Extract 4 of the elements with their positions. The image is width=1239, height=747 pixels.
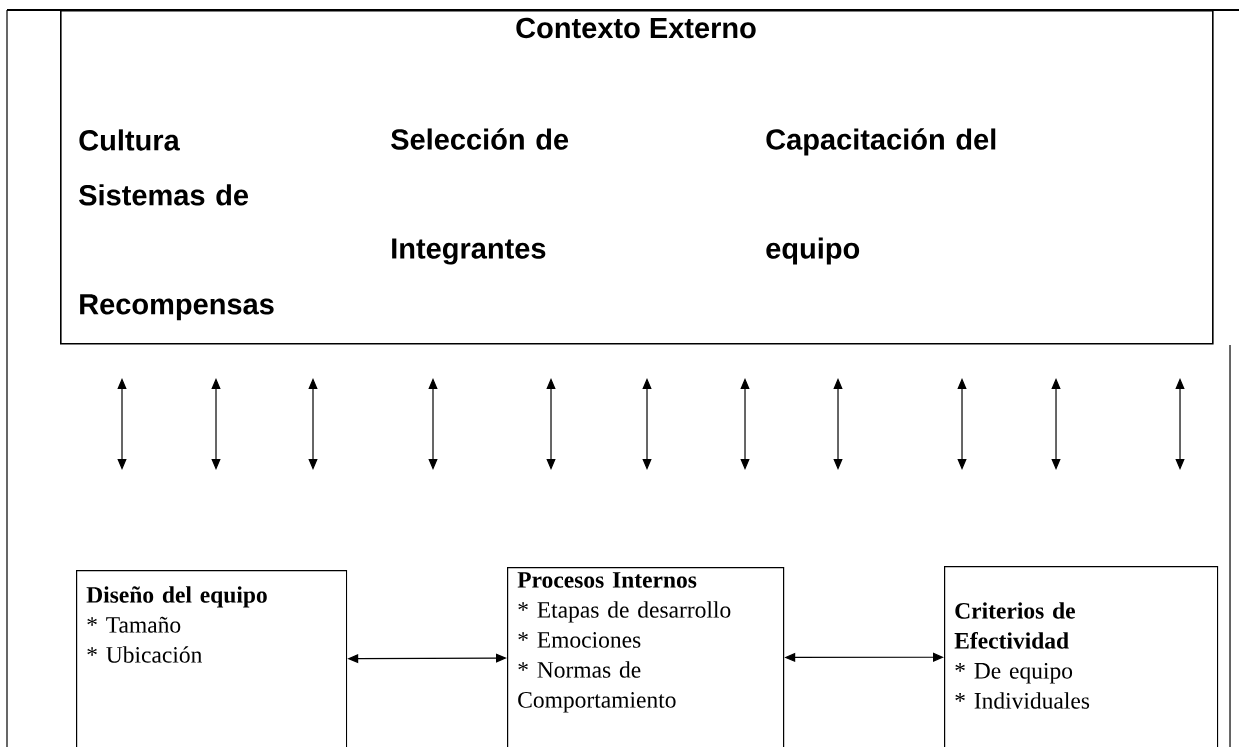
context-box: Contexto Externo Cultura Sistemas de Recompensas Selección de Integrantes Capacitación del equipo [60, 10, 1214, 345]
process-box: Diseño del equipo * Tamaño * Ubicación [76, 570, 348, 747]
process-box: Criterios de Efectividad * De equipo * Individuales [944, 566, 1219, 747]
process-box: Procesos Internos * Etapas de desarrollo * Emociones * Normas de Comportamiento [507, 567, 785, 747]
